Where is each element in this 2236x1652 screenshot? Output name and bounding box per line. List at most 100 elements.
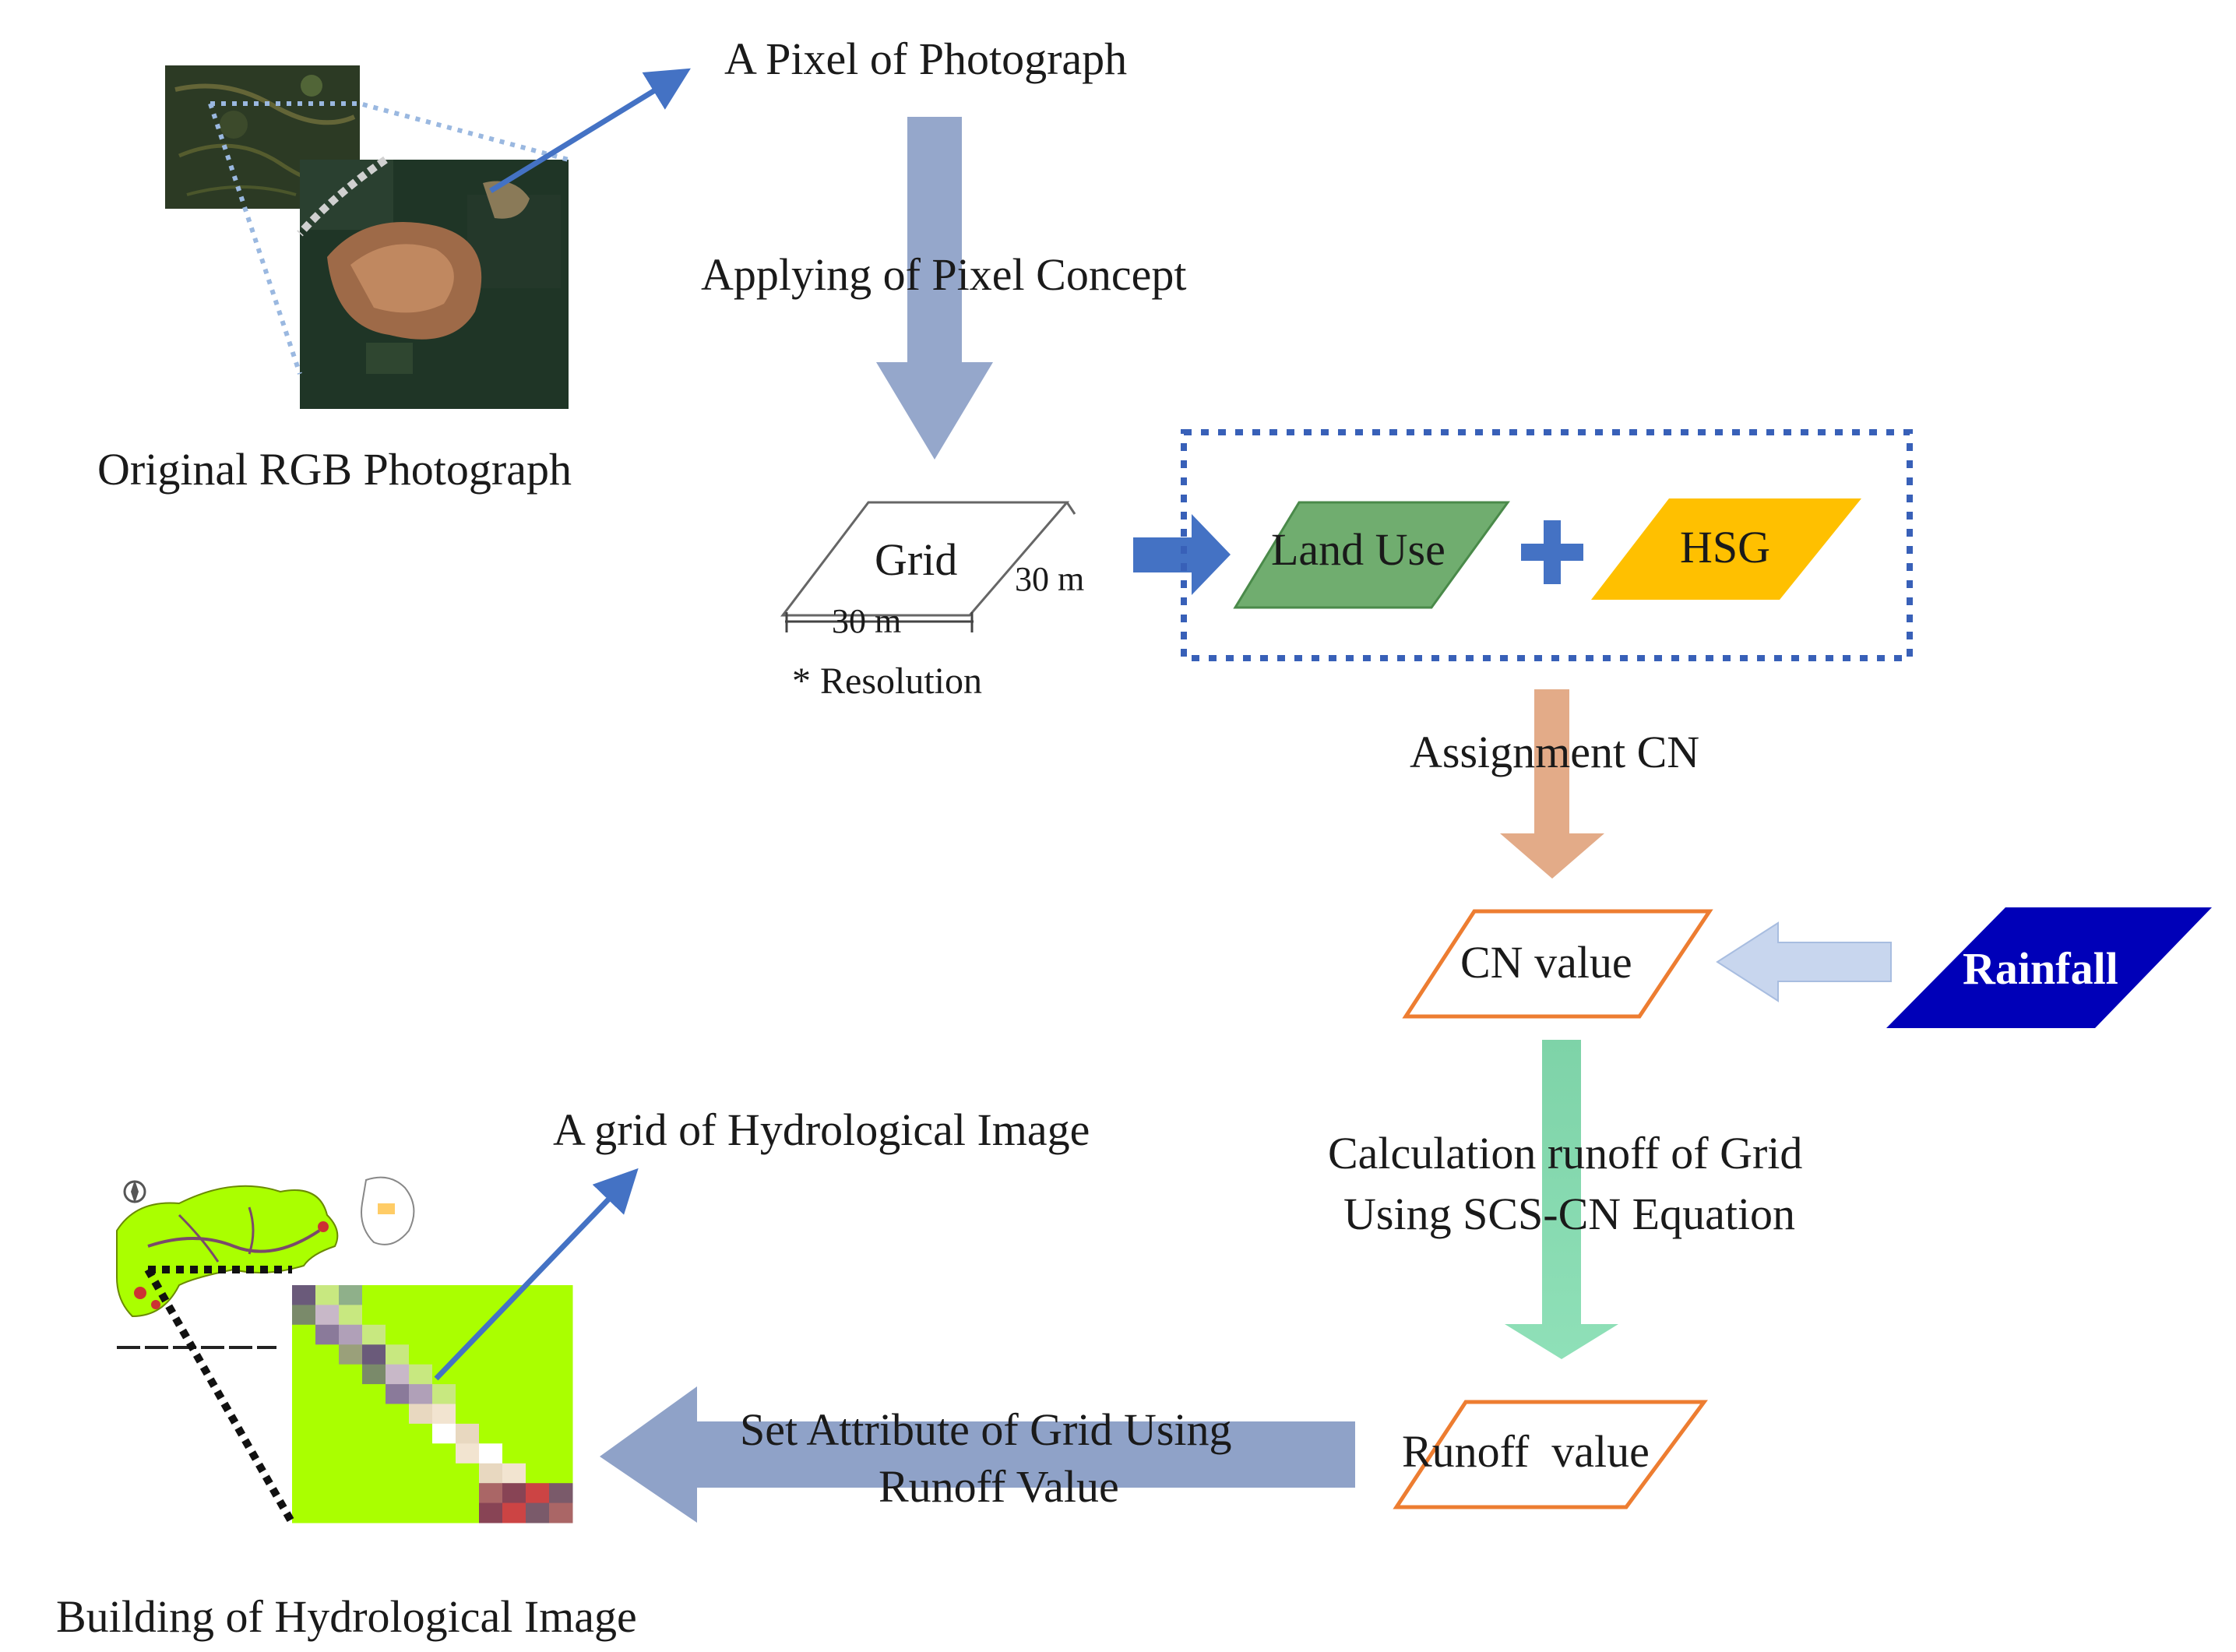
assignment-cn-arrow (1500, 689, 1604, 879)
hydro-grid-cell (386, 1384, 410, 1404)
hydro-grid-cell (362, 1324, 386, 1345)
hydro-grid-cell (526, 1305, 550, 1326)
hydro-grid-cell (502, 1364, 526, 1385)
hydro-grid-cell (526, 1324, 550, 1345)
hydro-grid-cell (502, 1344, 526, 1365)
hydro-grid-cell (386, 1463, 410, 1484)
hydro-grid-cell (502, 1404, 526, 1425)
hydro-grid-cell (479, 1384, 503, 1404)
label-rainfall: Rainfall (1963, 943, 2118, 994)
hydro-grid-cell (549, 1443, 573, 1464)
hydro-grid-cell (362, 1502, 386, 1523)
hydrological-map (116, 1176, 573, 1525)
label-applying-pixel-concept: Applying of Pixel Concept (701, 249, 1186, 300)
grid-to-landuse-arrow (1133, 514, 1231, 595)
calculation-arrow (1505, 1040, 1618, 1359)
hydro-grid-cell (432, 1423, 456, 1444)
hydro-grid-cell (339, 1285, 363, 1305)
hydro-grid-cell (386, 1423, 410, 1444)
hydro-grid-cell (479, 1364, 503, 1385)
label-land-use: Land Use (1271, 524, 1445, 575)
hydro-grid-cell (479, 1502, 503, 1523)
hydro-grid-cell (292, 1344, 316, 1365)
label-runoff-value: Runoff value (1402, 1426, 1650, 1477)
hydro-grid-cell (409, 1483, 433, 1504)
hydro-grid-cell (526, 1443, 550, 1464)
hydro-grid-cell (502, 1324, 526, 1345)
hydro-grid-cell (432, 1285, 456, 1305)
hydro-grid-cell (432, 1443, 456, 1464)
hydro-grid-cell (409, 1384, 433, 1404)
hydro-grid-cell (456, 1423, 480, 1444)
hydrological-grid-image (292, 1285, 573, 1523)
hydro-grid-cell (386, 1344, 410, 1365)
hydro-grid-cell (315, 1423, 340, 1444)
hydro-grid-cell (292, 1305, 316, 1326)
satellite-inset-texture (174, 75, 356, 196)
hydro-grid-cell (386, 1364, 410, 1385)
hydro-grid-cell (549, 1364, 573, 1385)
watershed-shape (116, 1185, 339, 1318)
label-grid-depth: 30 m (1015, 560, 1084, 598)
hydro-grid-cell (362, 1305, 386, 1326)
label-grid: Grid (875, 534, 957, 585)
hydro-grid-cell (386, 1324, 410, 1345)
hydro-grid-cell (479, 1404, 503, 1425)
grid-parallelogram (780, 501, 1070, 617)
hydro-grid-cell (362, 1384, 386, 1404)
hydro-grid-cell (502, 1384, 526, 1404)
hydro-grid-cell (292, 1404, 316, 1425)
hydro-grid-cell (386, 1305, 410, 1326)
hydro-grid-cell (362, 1285, 386, 1305)
hydro-grid-cell (362, 1423, 386, 1444)
hydro-grid-cell (409, 1502, 433, 1523)
label-calculation-line1: Calculation runoff of Grid (1328, 1128, 1802, 1178)
hsg-box (1591, 498, 1861, 600)
grid-cell: Grid 30 m 30 m * Resolution (780, 501, 1084, 702)
label-set-attribute-line2: Runoff Value (879, 1461, 1119, 1512)
hydro-grid-cell (315, 1483, 340, 1504)
hydro-grid-cell (526, 1502, 550, 1523)
hydro-grid-cell (409, 1364, 433, 1385)
hydro-grid-cell (526, 1344, 550, 1365)
hydro-grid-cell (409, 1285, 433, 1305)
hydro-grid-cell (432, 1502, 456, 1523)
hydro-grid-cell (315, 1285, 340, 1305)
hydro-grid-cell (362, 1443, 386, 1464)
north-arrow-icon (123, 1180, 146, 1203)
label-original-rgb: Original RGB Photograph (97, 444, 572, 495)
hydro-grid-cell (549, 1502, 573, 1523)
hydro-grid-cell (362, 1344, 386, 1365)
hydro-grid-cell (502, 1463, 526, 1484)
hydro-grid-cell (339, 1423, 363, 1444)
hydro-grid-cell (339, 1364, 363, 1385)
hydro-grid-cell (362, 1364, 386, 1385)
hydro-grid-cell (409, 1305, 433, 1326)
hydro-grid-cell (502, 1423, 526, 1444)
hydro-grid-cell (456, 1305, 480, 1326)
cn-value-box (1402, 909, 1713, 1019)
satellite-zoomed-texture (300, 160, 561, 374)
label-grid-hydro-image: A grid of Hydrological Image (553, 1104, 1090, 1155)
hydro-grid-cell (315, 1404, 340, 1425)
hydro-grid-cell (549, 1423, 573, 1444)
applying-pixel-down-arrow (876, 117, 993, 460)
set-attribute-left-arrow (600, 1386, 1355, 1523)
hydro-grid-cell (502, 1483, 526, 1504)
hydro-grid-cell (339, 1404, 363, 1425)
hydro-grid-cell (409, 1423, 433, 1444)
hydro-grid-cell (409, 1443, 433, 1464)
hydro-grid-cell (456, 1404, 480, 1425)
hydro-zoom-line-left (144, 1267, 296, 1525)
hydro-grid-cell (432, 1305, 456, 1326)
zoom-line-bright (297, 156, 388, 237)
hydro-grid-cell (292, 1285, 316, 1305)
runoff-value-box (1393, 1400, 1708, 1509)
hydro-grid-cell (456, 1483, 480, 1504)
land-use-box (1233, 501, 1510, 609)
hydro-grid-cell (339, 1483, 363, 1504)
hydro-grid-cell (409, 1404, 433, 1425)
hydro-grid-cell (315, 1364, 340, 1385)
hydro-grid-cell (386, 1443, 410, 1464)
